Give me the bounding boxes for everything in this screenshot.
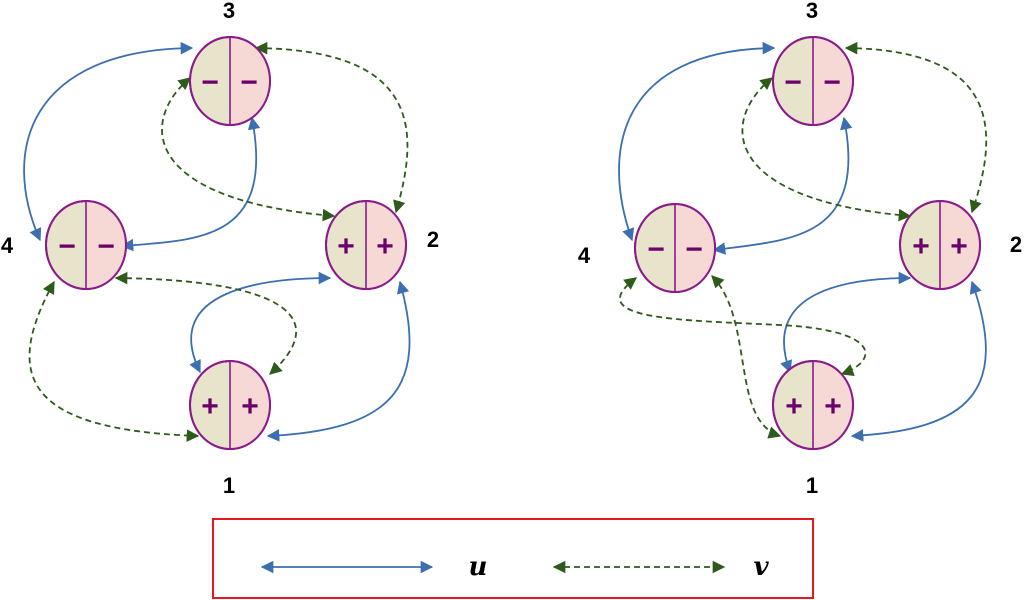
node-label-2: 2: [427, 227, 439, 252]
node-label-2: 2: [1010, 232, 1022, 257]
node-1: + +: [189, 360, 271, 450]
node-sign-left: +: [337, 230, 355, 263]
node-3: − −: [772, 36, 854, 126]
node-sign-right: +: [376, 230, 394, 263]
node-sign-right: +: [824, 390, 842, 423]
legend-v-label: v: [753, 552, 769, 582]
node-label-1: 1: [806, 473, 818, 498]
node-sign-right: +: [950, 230, 968, 263]
edge-u-2-to-1: [266, 280, 411, 442]
edge-u-3-to-4: [120, 116, 261, 252]
edge-v-4-to-1: [114, 271, 298, 375]
node-sign-left: +: [785, 390, 803, 423]
node-sign-left: −: [58, 230, 76, 263]
node-label-3: 3: [223, 0, 235, 23]
legend-box: [212, 518, 814, 599]
node-2: + +: [325, 200, 407, 290]
legend-u-label: u: [469, 552, 488, 582]
legend: u v: [212, 518, 814, 599]
edge-u-4-to-3: [618, 41, 776, 242]
edge-u-1-to-2: [189, 271, 332, 374]
edge-u-4-to-3: [23, 41, 194, 242]
node-1: + +: [772, 360, 854, 450]
edge-v-3-to-2: [844, 41, 988, 214]
edge-v-3-to-2-inner: [161, 77, 336, 222]
edge-v-3-to-2: [254, 41, 409, 214]
edge-v-3-to-2-inner: [741, 77, 912, 222]
edge-u-1-to-2: [780, 271, 912, 374]
node-3: − −: [189, 36, 271, 126]
node-sign-left: −: [201, 66, 219, 99]
node-sign-right: +: [241, 390, 259, 423]
node-sign-left: −: [647, 233, 665, 266]
node-label-3: 3: [806, 0, 818, 23]
edge-v-4-to-1-outer: [28, 280, 200, 442]
node-sign-left: +: [912, 230, 930, 263]
node-4: − −: [45, 200, 127, 290]
node-2: + +: [899, 200, 981, 290]
edge-u-2-to-1: [850, 280, 987, 442]
left-diagram: − − − − + + + + 3 4 2: [1, 0, 439, 498]
edge-v-4-to-1-lower: [711, 275, 782, 439]
node-sign-left: −: [784, 66, 802, 99]
node-sign-right: −: [823, 66, 841, 99]
node-4: − −: [634, 203, 716, 293]
node-label-4: 4: [1, 233, 14, 258]
node-sign-right: −: [685, 233, 703, 266]
right-diagram: − − − − + + + + 3 4 2: [578, 0, 1022, 498]
node-sign-right: −: [240, 66, 258, 99]
node-sign-left: +: [201, 390, 219, 423]
node-sign-right: −: [97, 230, 115, 263]
node-label-4: 4: [578, 243, 591, 268]
node-label-1: 1: [223, 473, 235, 498]
